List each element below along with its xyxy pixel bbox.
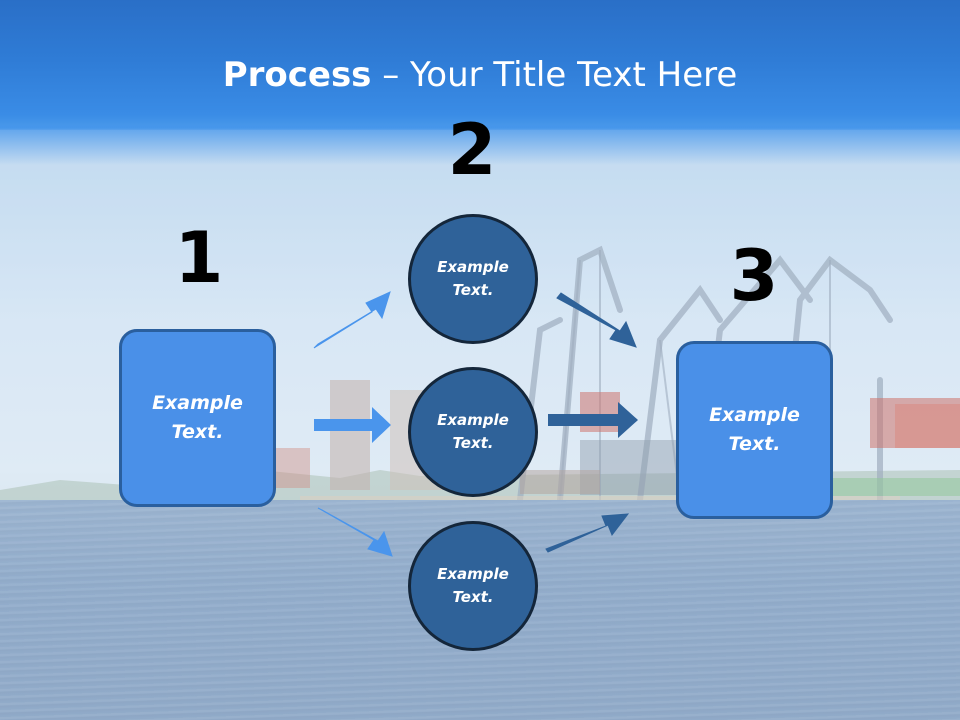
step-circle-top-text: Example Text.: [437, 258, 509, 299]
start-box-text: Example Text.: [152, 392, 243, 443]
arrow-down-right: [317, 507, 393, 557]
step-circle-middle: Example Text.: [408, 367, 538, 497]
step-circle-top: Example Text.: [408, 214, 538, 344]
step-circle-bottom-text: Example Text.: [437, 565, 509, 606]
slide-title: Process – Your Title Text Here: [0, 54, 960, 96]
arrow-up-right: [313, 291, 391, 349]
arrow-up-right-dark: [545, 513, 630, 553]
start-box: Example Text.: [119, 329, 276, 507]
title-bar: [0, 0, 960, 130]
end-box-text: Example Text.: [709, 404, 800, 455]
title-bar-fade: [0, 125, 960, 165]
title-bold: Process: [222, 55, 372, 95]
arrow-right-dark: [548, 402, 638, 438]
arrow-down-right-dark: [556, 292, 637, 348]
step-number-1: 1: [174, 217, 224, 299]
step-circle-middle-text: Example Text.: [437, 411, 509, 452]
step-circle-bottom: Example Text.: [408, 521, 538, 651]
step-number-2: 2: [447, 109, 497, 191]
title-rest: – Your Title Text Here: [371, 55, 738, 95]
arrow-right: [314, 407, 391, 443]
end-box: Example Text.: [676, 341, 833, 519]
step-number-3: 3: [729, 235, 779, 317]
